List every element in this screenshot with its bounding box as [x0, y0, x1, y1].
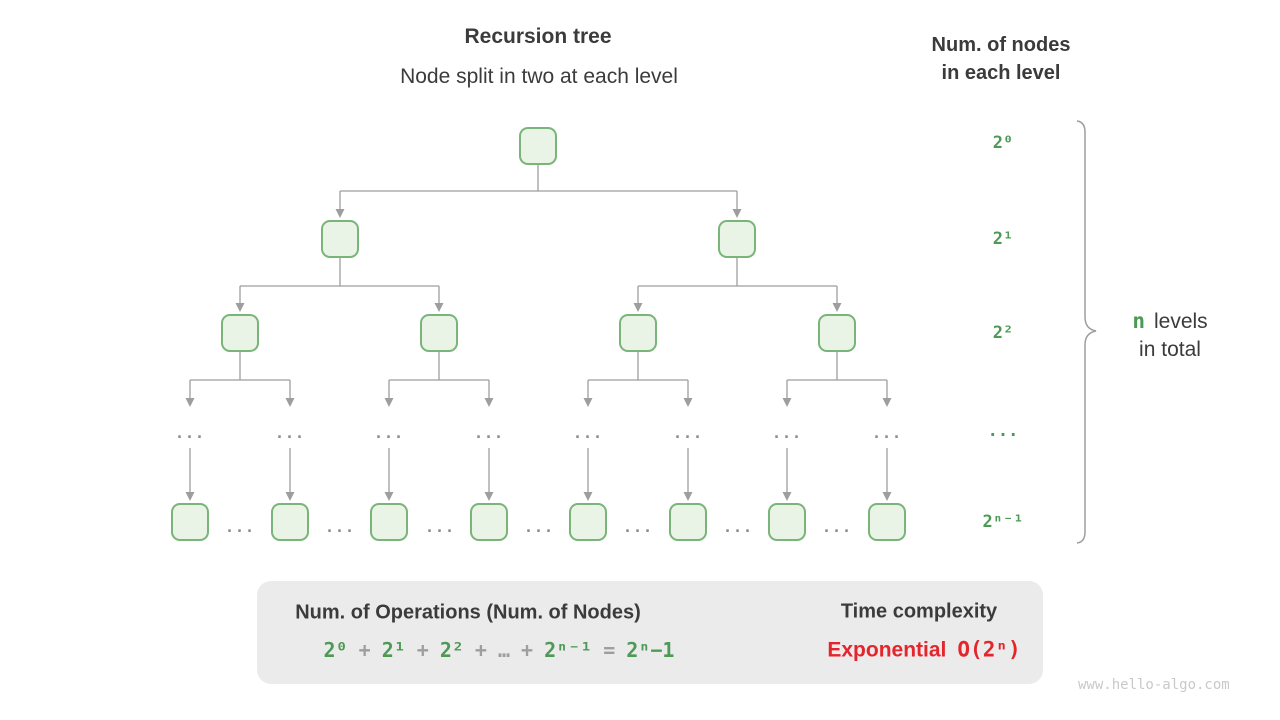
tree-node [470, 503, 508, 541]
formula-token: + [416, 638, 429, 662]
arrowhead-icon [782, 398, 792, 407]
arrowhead-icon [335, 209, 345, 218]
arrowhead-icon [683, 398, 693, 407]
formula-token: 2ⁿ−1 [626, 638, 675, 662]
summary-box [257, 581, 1043, 684]
levels-brace-icon [1076, 120, 1097, 544]
arrowhead-icon [583, 398, 593, 407]
arrowhead-icon [832, 303, 842, 312]
formula-token: 2² [439, 638, 464, 662]
ellipsis-mark: ... [174, 424, 206, 442]
ellipsis-mark: ... [274, 424, 306, 442]
arrowhead-icon [285, 398, 295, 407]
ellipsis-mark: ... [672, 424, 704, 442]
tree-node [669, 503, 707, 541]
formula-token: 2¹ [381, 638, 406, 662]
ellipsis-mark: ... [871, 424, 903, 442]
formula-token: = [603, 638, 616, 662]
tree-node [519, 127, 557, 165]
tree-node [868, 503, 906, 541]
arrowhead-icon [235, 303, 245, 312]
ellipsis-mark: ... [622, 518, 654, 536]
watermark: www.hello-algo.com [1078, 677, 1230, 693]
arrowhead-icon [732, 209, 742, 218]
ellipsis-mark: ... [572, 424, 604, 442]
arrowhead-icon [683, 492, 693, 501]
ellipsis-mark: ... [224, 518, 256, 536]
right-column-header: Num. of nodes in each level [932, 31, 1071, 87]
level-count-label: ... [987, 421, 1019, 441]
level-count-label: 2⁰ [992, 133, 1014, 153]
ellipsis-mark: ... [424, 518, 456, 536]
tree-connectors [185, 165, 892, 501]
level-count-label: 2ⁿ⁻¹ [982, 512, 1024, 532]
arrowhead-icon [484, 398, 494, 407]
tree-node [171, 503, 209, 541]
complexity-notation: O(2ⁿ) [957, 637, 1021, 662]
arrowhead-icon [185, 492, 195, 501]
tree-node [271, 503, 309, 541]
right-header-line2: in each level [941, 62, 1061, 84]
arrowhead-icon [882, 398, 892, 407]
ellipsis-mark: ... [821, 518, 853, 536]
ellipsis-mark: ... [324, 518, 356, 536]
complexity-name: Exponential [827, 638, 947, 662]
arrowhead-icon [384, 492, 394, 501]
arrowhead-icon [384, 398, 394, 407]
tree-node [768, 503, 806, 541]
arrowhead-icon [285, 492, 295, 501]
arrowhead-icon [434, 303, 444, 312]
operations-formula: 2⁰ +2¹ +2² + … +2ⁿ⁻¹ = 2ⁿ−1 [324, 638, 675, 662]
tree-node [818, 314, 856, 352]
diagram-title: Recursion tree [464, 25, 612, 48]
arrowhead-icon [882, 492, 892, 501]
diagram-subtitle: Node split in two at each level [400, 65, 678, 88]
arrowhead-icon [782, 492, 792, 501]
formula-token: 2⁰ [323, 638, 348, 662]
ellipsis-mark: ... [523, 518, 555, 536]
tree-node [221, 314, 259, 352]
tree-node [569, 503, 607, 541]
formula-token: + [358, 638, 371, 662]
arrowhead-icon [633, 303, 643, 312]
ellipsis-mark: ... [473, 424, 505, 442]
arrowhead-icon [583, 492, 593, 501]
ellipsis-mark: ... [771, 424, 803, 442]
ellipsis-mark: ... [722, 518, 754, 536]
ellipsis-mark: ... [373, 424, 405, 442]
arrowhead-icon [185, 398, 195, 407]
arrowhead-icon [484, 492, 494, 501]
tree-node [619, 314, 657, 352]
complexity-value: Exponential O(2ⁿ) [827, 638, 1020, 663]
formula-token: + [521, 638, 534, 662]
formula-token: 2ⁿ⁻¹ [544, 638, 593, 662]
operations-title: Num. of Operations (Num. of Nodes) [295, 601, 641, 624]
formula-token: + [474, 638, 487, 662]
time-complexity-title: Time complexity [840, 600, 998, 623]
tree-node [321, 220, 359, 258]
level-count-label: 2¹ [992, 229, 1014, 249]
tree-node [370, 503, 408, 541]
formula-token: … [497, 638, 511, 662]
tree-node [420, 314, 458, 352]
right-header-line1: Num. of nodes [931, 34, 1071, 56]
level-count-label: 2² [992, 323, 1014, 343]
brace-label-levels: levels [1153, 310, 1208, 333]
brace-label-n: n [1132, 309, 1145, 333]
brace-label-line2: in total [1139, 338, 1201, 361]
tree-node [718, 220, 756, 258]
